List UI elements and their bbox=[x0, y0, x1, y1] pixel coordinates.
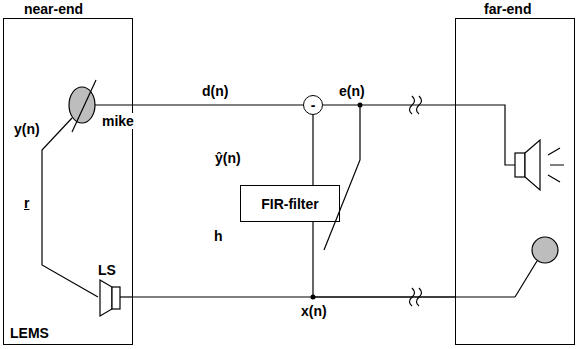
node-title: - bbox=[311, 97, 316, 113]
signal-label: x(n) bbox=[299, 303, 329, 319]
signal-line bbox=[133, 104, 303, 105]
node-text: LEMS bbox=[10, 325, 49, 341]
subtraction-circle: - bbox=[303, 95, 323, 115]
node-title: FIR-filter bbox=[261, 196, 319, 212]
near-end-box: near-endLEMS bbox=[3, 18, 133, 345]
part-name: mike bbox=[100, 113, 136, 129]
room-path bbox=[42, 118, 98, 297]
signal-line bbox=[312, 115, 313, 185]
far-mike-wire bbox=[455, 296, 515, 297]
signal-label: e(n) bbox=[337, 83, 367, 99]
signal-label: d(n) bbox=[200, 83, 230, 99]
loudspeaker-body bbox=[112, 287, 120, 309]
sound-rays bbox=[548, 148, 564, 182]
far-microphone bbox=[532, 237, 558, 263]
signal-line bbox=[323, 104, 455, 105]
far-end-box: far-end bbox=[455, 18, 575, 345]
signal-name: y(n) bbox=[12, 121, 42, 137]
fir-filter-box: FIR-filter bbox=[240, 185, 340, 222]
vector-name: r bbox=[22, 195, 31, 211]
far-loudspeaker-body bbox=[515, 153, 525, 177]
node-title: near-end bbox=[24, 1, 83, 17]
mike-stand bbox=[72, 80, 96, 132]
far-mike-stand bbox=[515, 261, 537, 297]
microphone bbox=[69, 87, 95, 123]
part-name: LS bbox=[96, 262, 118, 278]
mike-wire bbox=[95, 104, 133, 105]
loudspeaker-wire bbox=[120, 296, 133, 297]
node-title: far-end bbox=[484, 1, 531, 17]
loudspeaker-cone bbox=[100, 280, 112, 316]
far-loudspeaker-cone bbox=[525, 140, 540, 190]
far-speaker-wire bbox=[455, 105, 515, 165]
adaptation-line bbox=[324, 105, 360, 250]
signal-label: ŷ(n) bbox=[213, 150, 243, 166]
signal-line bbox=[313, 222, 455, 297]
filter-name: h bbox=[212, 228, 225, 244]
